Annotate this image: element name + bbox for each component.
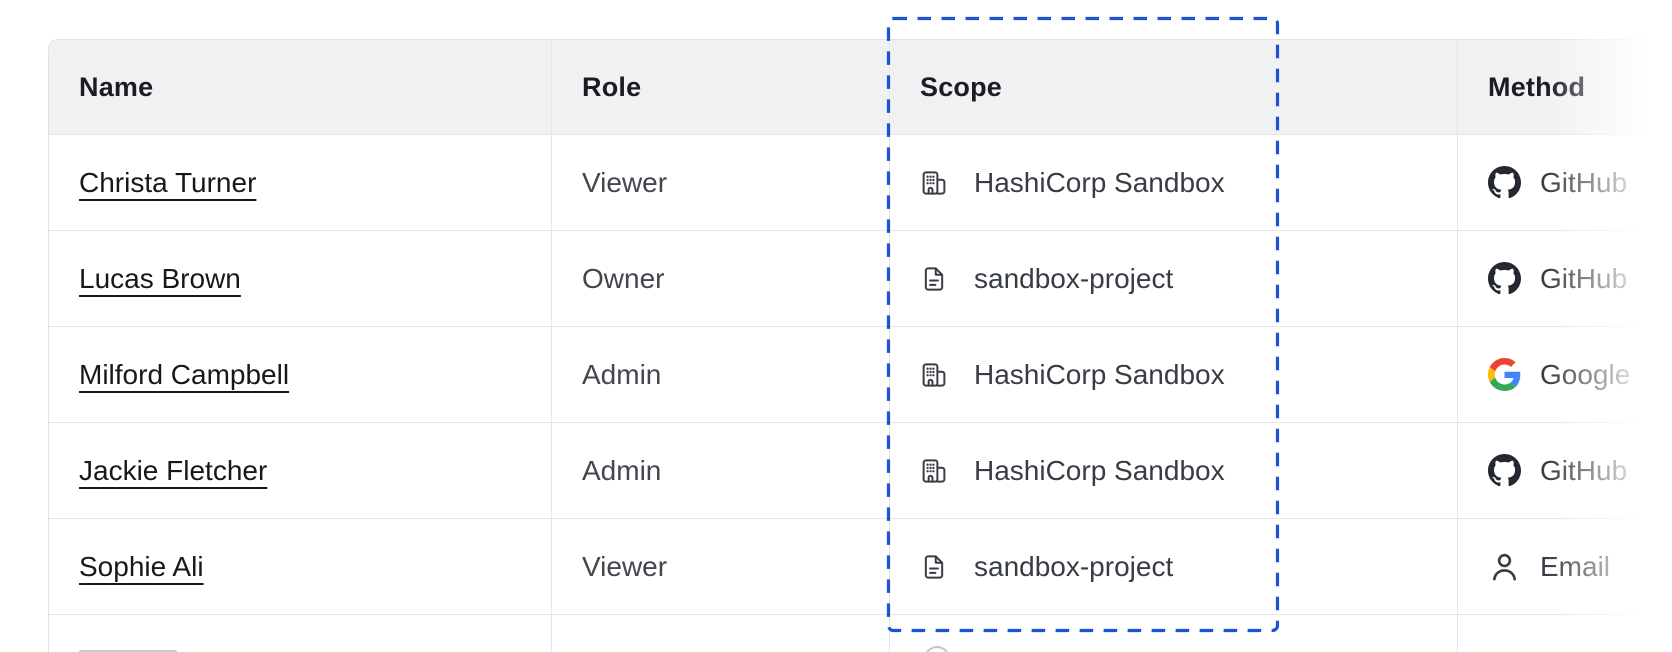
cell-method: GitHub (1457, 423, 1671, 518)
cell-name: Milford Campbell (49, 327, 551, 422)
column-header-name: Name (49, 40, 551, 134)
member-role: Admin (582, 454, 662, 486)
cell-role: Viewer (551, 519, 889, 614)
member-role: Admin (582, 358, 662, 390)
clipped-name-peek (79, 650, 177, 652)
github-icon (1488, 262, 1521, 295)
table-body: Christa Turner Viewer HashiCorp Sandbox … (49, 134, 1671, 652)
cell-name: Lucas Brown (49, 231, 551, 326)
member-name-link[interactable]: Jackie Fletcher (79, 454, 268, 486)
cell-role (551, 615, 889, 652)
column-header-method-label: Method (1488, 71, 1586, 102)
member-scope: sandbox-project (974, 262, 1174, 294)
cell-scope (889, 615, 1457, 652)
member-name-link[interactable]: Milford Campbell (79, 358, 290, 390)
cell-scope: HashiCorp Sandbox (889, 327, 1457, 422)
table-row: Lucas Brown Owner sandbox-project GitHub (49, 230, 1671, 326)
file-icon (920, 553, 948, 581)
table-row: Jackie Fletcher Admin HashiCorp Sandbox … (49, 422, 1671, 518)
cell-name: Sophie Ali (49, 519, 551, 614)
member-scope: HashiCorp Sandbox (974, 166, 1225, 198)
member-role: Viewer (582, 550, 668, 582)
column-header-method: Method (1457, 40, 1671, 134)
github-icon (1488, 166, 1521, 199)
google-icon (1488, 358, 1521, 391)
cell-name: Christa Turner (49, 135, 551, 230)
member-method: Email (1540, 550, 1611, 582)
column-header-scope: Scope (889, 40, 1457, 134)
member-method: GitHub (1540, 262, 1628, 294)
member-name-link[interactable]: Lucas Brown (79, 262, 241, 294)
cell-name (49, 615, 551, 652)
table-row-partial (49, 614, 1671, 652)
member-scope: sandbox-project (974, 550, 1174, 582)
cell-role: Admin (551, 423, 889, 518)
column-header-role: Role (551, 40, 889, 134)
member-method: GitHub (1540, 166, 1628, 198)
table-row: Sophie Ali Viewer sandbox-project Email (49, 518, 1671, 614)
members-table: Name Role Scope Method Christa Turner Vi… (48, 39, 1672, 652)
cell-scope: HashiCorp Sandbox (889, 423, 1457, 518)
member-method: Google (1540, 358, 1631, 390)
member-role: Viewer (582, 166, 668, 198)
org-icon (920, 169, 948, 197)
person-icon (1488, 550, 1521, 583)
github-icon (1488, 454, 1521, 487)
column-header-role-label: Role (582, 71, 642, 102)
member-name-link[interactable]: Sophie Ali (79, 550, 204, 582)
member-scope: HashiCorp Sandbox (974, 454, 1225, 486)
org-icon (920, 361, 948, 389)
cell-role: Owner (551, 231, 889, 326)
cell-name: Jackie Fletcher (49, 423, 551, 518)
table-row: Christa Turner Viewer HashiCorp Sandbox … (49, 134, 1671, 230)
column-header-scope-label: Scope (920, 71, 1003, 102)
cell-method (1457, 615, 1671, 652)
column-header-name-label: Name (79, 71, 154, 102)
member-name-link[interactable]: Christa Turner (79, 166, 257, 198)
member-scope: HashiCorp Sandbox (974, 358, 1225, 390)
cell-scope: sandbox-project (889, 519, 1457, 614)
cell-role: Viewer (551, 135, 889, 230)
cell-method: Email (1457, 519, 1671, 614)
member-method: GitHub (1540, 454, 1628, 486)
org-icon (920, 457, 948, 485)
file-icon (920, 265, 948, 293)
cell-method: GitHub (1457, 135, 1671, 230)
cell-role: Admin (551, 327, 889, 422)
cell-method: Google (1457, 327, 1671, 422)
cell-scope: HashiCorp Sandbox (889, 135, 1457, 230)
table-row: Milford Campbell Admin HashiCorp Sandbox… (49, 326, 1671, 422)
member-role: Owner (582, 262, 665, 294)
table-header-row: Name Role Scope Method (49, 40, 1671, 134)
cell-method: GitHub (1457, 231, 1671, 326)
cell-scope: sandbox-project (889, 231, 1457, 326)
